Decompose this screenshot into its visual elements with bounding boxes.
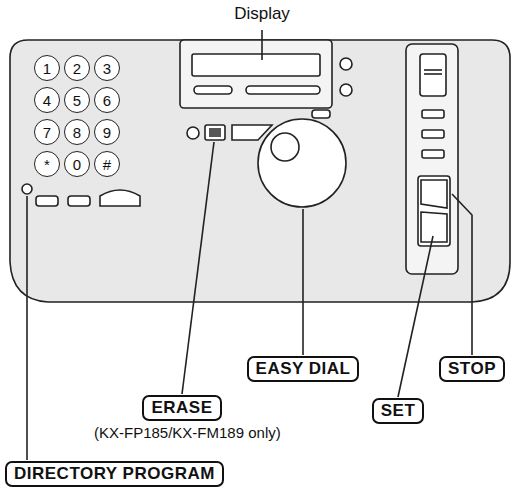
- label-text: 1: [43, 60, 51, 77]
- label-text: 6: [103, 92, 111, 109]
- leader-line: [452, 194, 472, 355]
- keypad-key: 2: [64, 55, 90, 81]
- set-tag: SET: [372, 398, 425, 424]
- keypad-key: 5: [64, 87, 90, 113]
- panel-housing: [10, 40, 510, 302]
- indicator: [187, 127, 199, 139]
- small-button: [246, 86, 320, 94]
- cover: [420, 54, 446, 96]
- keypad-key: 8: [64, 119, 90, 145]
- small-button: [36, 196, 58, 206]
- indicator: [340, 84, 352, 96]
- note: (KX-FP185/KX-FM189 only): [94, 424, 281, 441]
- label-text: #: [103, 156, 111, 173]
- small-button: [422, 130, 444, 138]
- small-button: [194, 86, 232, 94]
- display-frame: [180, 40, 332, 108]
- set-button: [421, 212, 447, 242]
- directory-program-tag: DIRECTORY PROGRAM: [5, 461, 224, 487]
- keypad-key: 3: [94, 55, 120, 81]
- label-text: 8: [73, 124, 81, 141]
- curved-button: [100, 190, 140, 206]
- leader-line: [261, 30, 263, 60]
- leader-line: [398, 236, 433, 397]
- directory-program-button: [22, 184, 32, 194]
- dial-knob: [271, 133, 299, 161]
- label-text: 0: [73, 156, 81, 173]
- label-text: Display: [234, 4, 290, 23]
- small-button: [68, 196, 90, 206]
- small-button: [422, 110, 444, 118]
- part-name: Display: [234, 4, 290, 24]
- keypad-key: 7: [34, 119, 60, 145]
- label-text: *: [44, 156, 50, 173]
- stop-button: [421, 180, 447, 208]
- cover-line: [424, 69, 442, 71]
- label-text: SET: [381, 401, 416, 420]
- keypad-key: 4: [34, 87, 60, 113]
- label-text: 4: [43, 92, 51, 109]
- leader-line: [302, 209, 304, 355]
- small-button: [422, 150, 444, 158]
- easy-dial-tag: EASY DIAL: [247, 356, 360, 382]
- keypad-key: 6: [94, 87, 120, 113]
- keypad-key: 0: [64, 151, 90, 177]
- indicator: [340, 58, 352, 70]
- label-text: EASY DIAL: [256, 359, 351, 378]
- stop-tag: STOP: [439, 356, 505, 382]
- keypad-key: *: [34, 151, 60, 177]
- label-text: 9: [103, 124, 111, 141]
- erase-tag: ERASE: [142, 395, 221, 421]
- small-button: [312, 110, 330, 118]
- label-text: 2: [73, 60, 81, 77]
- stop-set-frame: [418, 176, 450, 246]
- label-text: 5: [73, 92, 81, 109]
- easy-dial: [258, 119, 346, 207]
- cover-line: [424, 73, 442, 75]
- erase-key-face: [209, 128, 221, 137]
- label-text: STOP: [448, 359, 496, 378]
- keypad-key: #: [94, 151, 120, 177]
- label-text: DIRECTORY PROGRAM: [14, 464, 215, 483]
- erase-key: [205, 125, 225, 140]
- keypad-key: 9: [94, 119, 120, 145]
- leader-line: [182, 142, 214, 394]
- display-lcd: [192, 54, 320, 76]
- label-text: 3: [103, 60, 111, 77]
- label-text: (KX-FP185/KX-FM189 only): [94, 424, 281, 441]
- keypad-key: 1: [34, 55, 60, 81]
- label-text: ERASE: [151, 398, 212, 417]
- leader-line: [26, 196, 28, 460]
- label-text: 7: [43, 124, 51, 141]
